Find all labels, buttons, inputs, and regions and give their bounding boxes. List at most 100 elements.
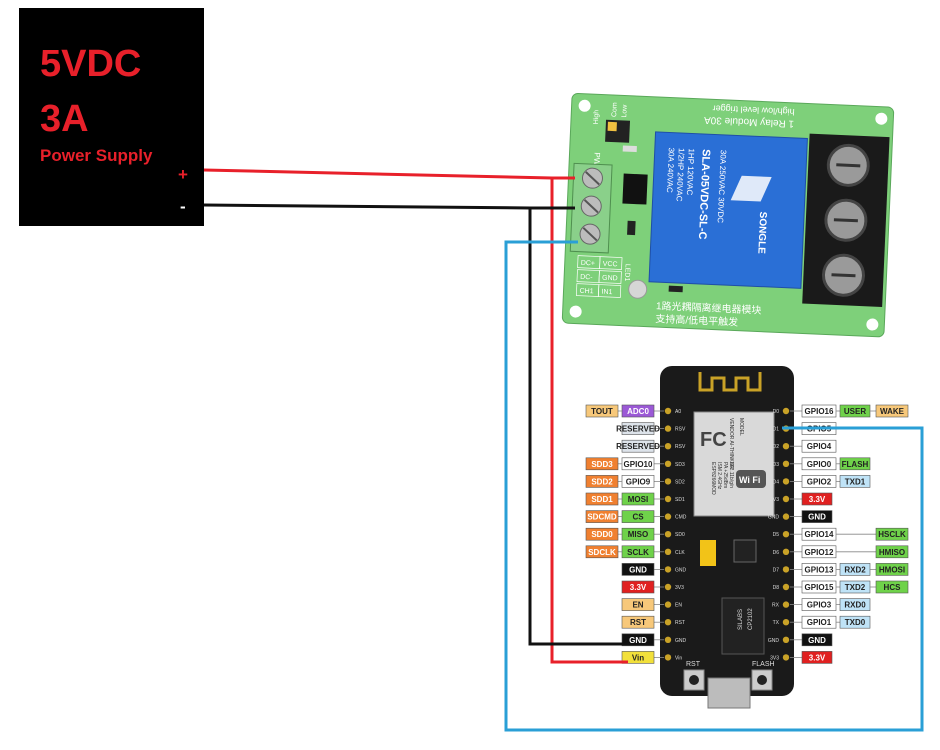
right-alt1-label: RXD0 — [844, 601, 866, 610]
left-alt-label: SDD0 — [591, 530, 613, 539]
left-alt-label: SDCMD — [587, 513, 617, 522]
relay-chinese-line2: 支持高/低电平触发 — [655, 312, 738, 329]
fc-mark: FC — [700, 429, 727, 451]
right-alt2-label-box — [875, 580, 909, 594]
left-alt-label-box — [585, 545, 619, 559]
relay-cube — [648, 131, 808, 289]
nodemcu-board: FC Wi Fi MODEL VENDOR AI-THINKER ESP8266… — [585, 366, 909, 709]
right-pin-label: GPIO0 — [807, 460, 832, 469]
right-header-pin — [782, 407, 790, 415]
left-alt-label: SDD2 — [591, 477, 613, 486]
right-alt2-label: HSCLK — [878, 530, 906, 539]
left-pin-label-box — [621, 422, 655, 435]
usb-serial-chip — [721, 597, 765, 655]
left-header-pin — [664, 531, 672, 538]
right-pin-label: 3.3V — [809, 495, 826, 504]
right-header-pin — [782, 513, 790, 520]
micro-usb-port — [707, 677, 751, 709]
led1-label: LED1 — [623, 264, 631, 282]
right-header-pin — [782, 619, 790, 626]
relay-mount-hole-br — [866, 318, 879, 331]
songle-logo-icon — [730, 175, 772, 202]
pin-label-vcc: VCC — [603, 261, 618, 269]
usb-chip-line0: SILABS — [738, 609, 744, 630]
relay-mount-hole-bl — [569, 305, 582, 318]
right-header-pin — [782, 531, 790, 538]
transistor — [627, 220, 636, 236]
left-pin-label: CS — [632, 513, 644, 522]
right-pin-label: GPIO1 — [807, 618, 832, 627]
left-alt-label-box — [585, 527, 619, 541]
right-alt1-label: TXD1 — [845, 477, 866, 486]
left-silk-label: CLK — [675, 550, 685, 556]
right-pin-label: GPIO16 — [805, 407, 834, 416]
wifi-logo-text: Wi Fi — [739, 475, 760, 485]
usb-chip-line1: CP2102 — [748, 608, 754, 630]
right-alt1-label: TXD0 — [845, 618, 866, 627]
left-silk-label: RST — [675, 620, 685, 626]
power-supply-minus-terminal: - — [180, 197, 186, 216]
left-pin-label: MOSI — [628, 495, 648, 504]
left-pin-label: EN — [632, 601, 643, 610]
right-pin-label-box — [801, 510, 833, 523]
right-silk-label: D5 — [773, 532, 780, 538]
right-alt2-label-box — [875, 563, 909, 576]
left-header-pin — [664, 443, 672, 450]
right-header-pin — [782, 566, 790, 573]
right-header-pin — [782, 460, 790, 467]
relay-mount-hole-tr — [875, 112, 888, 125]
power-supply: 5VDC 3A Power Supply + - — [19, 8, 204, 226]
left-header-pin — [664, 513, 672, 520]
left-header-pin — [664, 548, 672, 555]
left-pin-label-box — [621, 598, 655, 611]
left-pin-label: Vin — [632, 653, 644, 662]
pin-label-gnd: GND — [602, 275, 618, 283]
shield-chip-line1: ISM 2.4GHz — [716, 462, 722, 490]
right-header-pin — [782, 443, 790, 450]
left-pin-label: RESERVED — [616, 442, 660, 451]
left-pin-label: RST — [630, 618, 646, 627]
left-alt-label-box — [585, 510, 619, 523]
left-header-pin — [664, 425, 672, 432]
right-header-pin — [782, 636, 790, 643]
relay-brand-label: SONGLE — [755, 211, 768, 254]
right-pin-label: GPIO15 — [805, 583, 834, 592]
right-pin-label: GPIO13 — [805, 565, 834, 574]
left-pin-label: ADC0 — [627, 407, 649, 416]
right-header-pin — [782, 601, 790, 608]
right-pin-label: GPIO4 — [807, 442, 832, 451]
left-pin-label: SCLK — [627, 548, 649, 557]
right-alt1-label-box — [839, 598, 871, 611]
jumper-com-label: Com — [611, 102, 619, 117]
pwr-led-label: PWR — [592, 152, 602, 171]
right-silk-label: TX — [773, 620, 780, 626]
left-header-pin — [664, 478, 672, 485]
left-alt-label-box — [585, 404, 619, 418]
shield-model-label: MODEL — [738, 418, 744, 436]
left-silk-label: CMD — [675, 515, 687, 521]
left-pin-label: GPIO9 — [626, 477, 651, 486]
right-silk-label: 3V3 — [770, 655, 779, 661]
relay-spec-2: 1/2HP 240VAC — [675, 148, 686, 202]
right-silk-label: 3V3 — [770, 497, 779, 503]
right-silk-label: D6 — [773, 550, 780, 556]
left-silk-label: GND — [675, 638, 687, 644]
left-silk-label: A0 — [675, 409, 681, 415]
pin-label-dc-minus: DC- — [580, 274, 593, 282]
right-header-pin — [782, 654, 790, 661]
left-silk-label: RSV — [675, 444, 686, 450]
right-header-pin — [782, 495, 790, 503]
left-pin-label-box — [621, 633, 655, 647]
left-pin-label: GND — [629, 636, 647, 645]
right-pin-label: GPIO2 — [807, 477, 832, 486]
right-alt1-label-box — [839, 615, 871, 629]
left-silk-label: 3V3 — [675, 585, 684, 591]
relay-title-line2: high/low level trigger — [712, 103, 794, 117]
jumper-high-label: High — [593, 110, 601, 125]
shield-chip-line0: ESP8266MOD — [710, 462, 716, 495]
right-pin-label: 3.3V — [809, 653, 826, 662]
status-led — [628, 279, 648, 299]
relay-mount-hole-tl — [578, 99, 591, 112]
left-alt-label-box — [585, 457, 619, 471]
